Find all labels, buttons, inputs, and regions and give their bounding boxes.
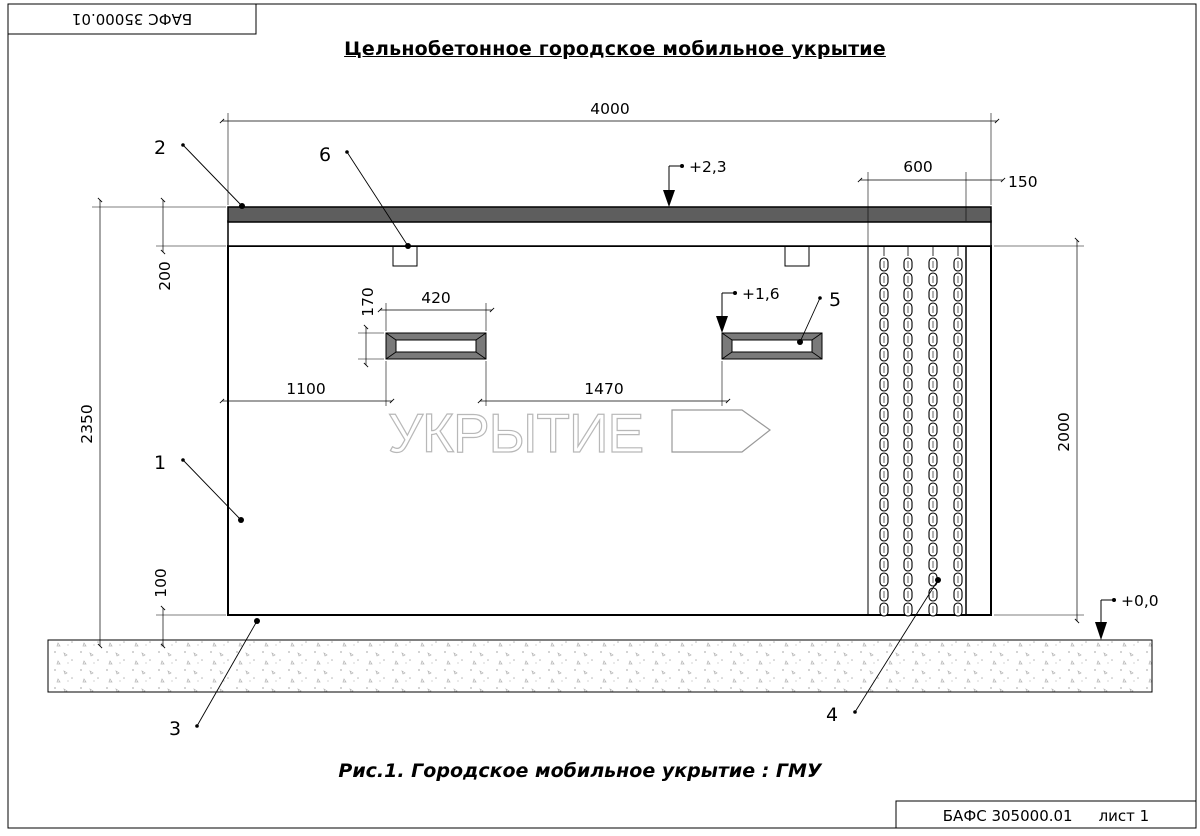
callout-2: 2 [154,137,245,209]
dim-window-width-label: 420 [421,289,451,307]
callout-1-label: 1 [154,452,166,474]
dim-offsets: 1100 1470 [219,361,731,406]
dim-overall-length: 4000 [219,100,1000,205]
ground-slab [47,639,1153,693]
callout-3: 3 [169,618,260,740]
dim-bands: 200 100 [152,197,226,649]
drawing-title: Цельнобетонное городское мобильное укрыт… [344,38,886,60]
dim-door: 600 150 [857,158,1038,246]
dim-window-height-label: 170 [359,287,377,317]
dim-door-height: 2000 [994,237,1084,624]
callout-6: 6 [319,144,411,249]
callout-4-label: 4 [826,704,838,726]
stamp-bottom: БАФС 305000.01 лист 1 [896,801,1196,831]
callout-5: 5 [797,289,841,345]
figure-caption: Рис.1. Городское мобильное укрытие : ГМУ [338,760,822,782]
roof-bracket-left [392,246,418,267]
dim-door-width-label: 600 [903,158,933,176]
elevation-ground: +0,0 [1095,592,1159,640]
elevation-window-label: +1,6 [742,285,780,303]
dim-wall-thickness-label: 150 [1008,173,1038,191]
callout-1: 1 [154,452,244,523]
chain-strand [879,246,889,617]
stamp-top: БАФС 35000.01 [71,10,193,28]
dim-overall-length-label: 4000 [590,100,629,118]
direction-arrow [671,409,772,453]
elevation-ground-label: +0,0 [1121,592,1159,610]
callout-5-label: 5 [829,289,841,311]
chain-strand [903,246,913,617]
callout-2-label: 2 [154,137,166,159]
callout-3-label: 3 [169,718,181,740]
dim-door-height-label: 2000 [1055,412,1073,451]
stamp-sheet: лист 1 [1098,807,1150,825]
window-left [385,332,487,360]
window-right [721,332,823,360]
roof-slab [227,206,992,223]
elevation-window: +1,6 [716,285,780,333]
watermark-text: УКРЫТИЕ [388,402,643,464]
chain-strand [953,246,963,617]
chain-strand [928,246,938,617]
elevation-roof: +2,3 [663,158,727,207]
dim-overall-height-label: 2350 [78,404,96,443]
dim-window: 420 170 [358,287,495,368]
dim-left-offset-label: 1100 [286,380,325,398]
callout-4: 4 [826,577,941,726]
stamp-code: БАФС 305000.01 [942,807,1073,825]
dim-base-band-label: 100 [152,568,170,598]
roof-bracket-right [784,246,810,267]
elevation-roof-label: +2,3 [689,158,727,176]
sheet-frame [7,3,1197,829]
dim-window-gap-label: 1470 [584,380,623,398]
chain-curtain [879,246,963,617]
dim-roof-band-label: 200 [156,261,174,291]
shelter-body [227,206,992,616]
callout-6-label: 6 [319,144,331,166]
dim-overall-height: 2350 [78,197,226,649]
